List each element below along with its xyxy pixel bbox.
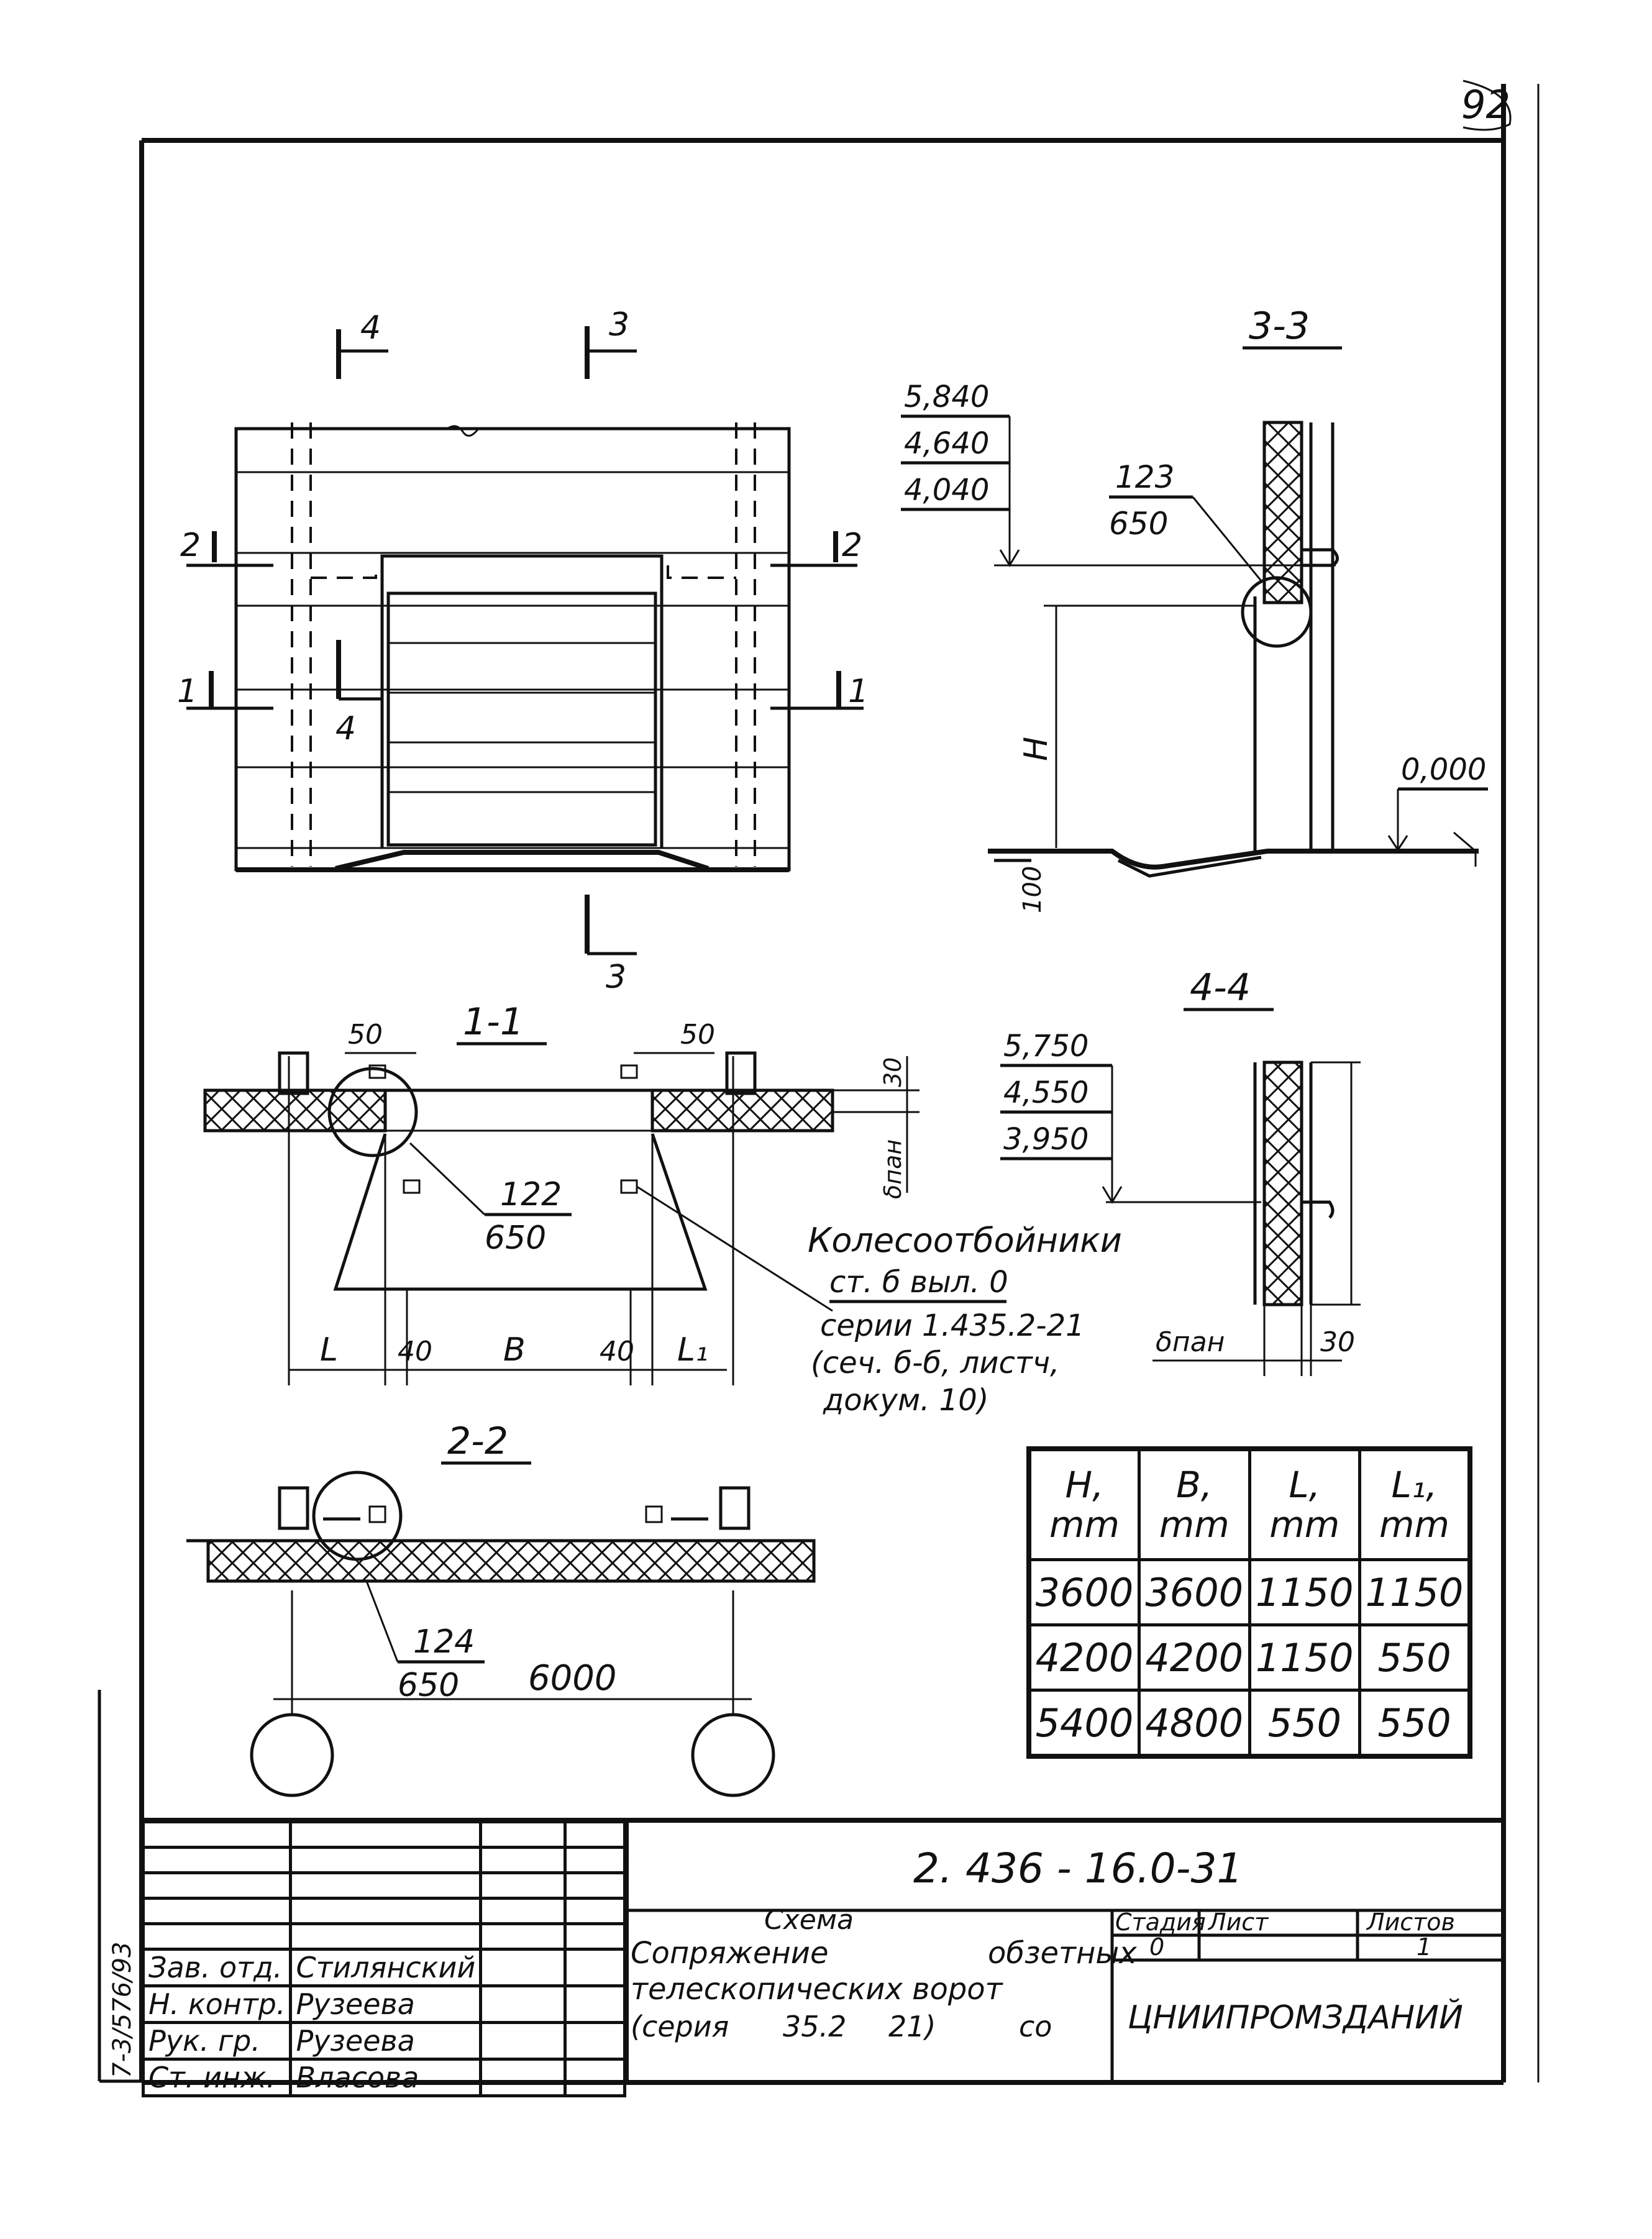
table-row: 3600 3600 1150 1150 [1027, 1558, 1472, 1626]
side-stamp: 7-3/576/93 [108, 1941, 137, 2078]
page-number: 92 [1461, 80, 1512, 131]
elevation-view: 4 3 3 2 2 1 1 4 [177, 306, 869, 996]
svg-text:B: B [503, 1331, 526, 1369]
svg-text:δпан: δпан [879, 1139, 906, 1199]
svg-text:6000: 6000 [528, 1658, 617, 1699]
svg-text:4: 4 [335, 710, 356, 747]
table-row: Н. контр. Рузеева [141, 1984, 627, 2024]
section-1-1: 1-1 50 50 30 δпан 122 650 [203, 1000, 920, 1385]
svg-text:5,840: 5,840 [904, 380, 989, 414]
staff-name: Стилянский [289, 1948, 483, 1987]
svg-text:ст. б выл. 0: ст. б выл. 0 [829, 1265, 1008, 1300]
spec-table: H,mm B,mm L,mm L₁,mm 3600 3600 1150 1150… [1026, 1446, 1472, 1759]
spec-header-h: H,mm [1027, 1447, 1141, 1561]
svg-text:122: 122 [500, 1176, 562, 1213]
svg-text:δпан: δпан [1156, 1326, 1225, 1358]
svg-text:5,750: 5,750 [1003, 1029, 1088, 1064]
staff-role: Рук. гр. [141, 2021, 293, 2061]
sheets-value: 1 [1417, 1933, 1431, 1961]
note-text: Колесоотбойники ст. б выл. 0 серии 1.435… [808, 1221, 1122, 1418]
svg-text:докум. 10): докум. 10) [823, 1383, 988, 1418]
stage-value: 0 [1149, 1933, 1164, 1961]
section-4-4: 4-4 5,750 4,550 3,950 δпан 30 [1000, 966, 1361, 1376]
staff-table: Зав. отд. Стилянский Н. контр. Рузеева Р… [141, 1820, 627, 2097]
svg-text:Колесоотбойники: Колесоотбойники [808, 1221, 1122, 1260]
svg-text:0,000: 0,000 [1401, 752, 1486, 787]
svg-text:4,640: 4,640 [904, 426, 989, 461]
staff-name: Рузеева [289, 1984, 483, 2024]
title-block: 2. 436 - 16.0-31 Стадия Лист Листов 0 1 … [624, 1820, 1504, 2082]
svg-text:40: 40 [600, 1336, 634, 1367]
table-row: 4200 4200 1150 550 [1027, 1623, 1472, 1692]
page-number-text: 92 [1461, 82, 1510, 127]
svg-text:100: 100 [1018, 866, 1047, 913]
svg-text:2: 2 [842, 527, 862, 564]
svg-text:50: 50 [348, 1019, 383, 1051]
svg-text:1-1: 1-1 [463, 1000, 524, 1044]
staff-role: Зав. отд. [141, 1948, 293, 1987]
svg-text:21): 21) [888, 2010, 936, 2043]
svg-text:650: 650 [398, 1667, 459, 1704]
svg-text:4: 4 [360, 309, 381, 347]
staff-signature [479, 2058, 567, 2097]
svg-text:3,950: 3,950 [1003, 1122, 1088, 1157]
svg-text:Схема: Схема [764, 1904, 854, 1936]
spec-header-l: L,mm [1248, 1447, 1361, 1561]
svg-text:123: 123 [1115, 459, 1174, 495]
svg-text:L: L [320, 1331, 338, 1369]
staff-role: Ст. инж. [141, 2058, 293, 2097]
svg-text:телескопических ворот: телескопических ворот [631, 1972, 1004, 2007]
staff-name: Рузеева [289, 2021, 483, 2061]
staff-signature [479, 1948, 567, 1987]
svg-text:серии 1.435.2-21: серии 1.435.2-21 [820, 1308, 1085, 1343]
org-name: ЦНИИПРОМЗДАНИЙ [1128, 1999, 1463, 2036]
section-2-2: 2-2 124 650 6000 [186, 1420, 816, 1797]
svg-text:650: 650 [1109, 506, 1168, 542]
svg-text:2: 2 [180, 527, 201, 564]
table-row: Зав. отд. Стилянский [141, 1948, 627, 1987]
table-row: Рук. гр. Рузеева [141, 2021, 627, 2061]
sheet-label: Лист [1207, 1908, 1269, 1936]
svg-text:30: 30 [1320, 1326, 1355, 1358]
svg-text:4,040: 4,040 [904, 473, 989, 508]
sheet-frame [98, 84, 1540, 2085]
svg-text:3: 3 [606, 959, 626, 996]
svg-text:650: 650 [485, 1220, 546, 1257]
staff-name: Власова [289, 2058, 483, 2097]
svg-text:Сопряжение: Сопряжение [631, 1936, 829, 1971]
svg-text:L₁: L₁ [677, 1331, 708, 1369]
svg-text:3-3: 3-3 [1249, 304, 1310, 348]
svg-text:124: 124 [413, 1623, 475, 1661]
svg-text:1: 1 [848, 673, 869, 710]
svg-text:3: 3 [609, 306, 629, 344]
svg-text:1: 1 [177, 673, 198, 710]
svg-text:(сеч. б-б, листч,: (сеч. б-б, листч, [811, 1346, 1059, 1380]
svg-text:со: со [1019, 2010, 1052, 2043]
table-row: 5400 4800 550 550 [1027, 1689, 1472, 1758]
staff-signature [479, 2021, 567, 2061]
svg-text:40: 40 [398, 1336, 432, 1367]
svg-text:обзетных: обзетных [988, 1936, 1137, 1971]
svg-text:4-4: 4-4 [1190, 966, 1251, 1010]
sheets-label: Листов [1366, 1908, 1455, 1936]
svg-text:35.2: 35.2 [783, 2010, 846, 2043]
stage-label: Стадия [1115, 1908, 1206, 1936]
svg-text:50: 50 [680, 1019, 715, 1051]
svg-text:(серия: (серия [631, 2010, 729, 2043]
staff-signature [479, 1984, 567, 2024]
svg-text:4,550: 4,550 [1003, 1075, 1088, 1110]
section-3-3: 3-3 5,840 4,640 4,040 123 650 H 100 0, [901, 304, 1488, 913]
svg-text:H: H [1018, 737, 1055, 761]
table-row: Ст. инж. Власова [141, 2058, 627, 2097]
spec-header-l1: L₁,mm [1358, 1447, 1472, 1561]
svg-text:2-2: 2-2 [447, 1420, 508, 1463]
doc-code: 2. 436 - 16.0-31 [913, 1845, 1243, 1892]
svg-text:30: 30 [879, 1057, 906, 1087]
staff-role: Н. контр. [141, 1984, 293, 2024]
spec-header-b: B,mm [1138, 1447, 1251, 1561]
spec-header-row: H,mm B,mm L,mm L₁,mm [1027, 1447, 1472, 1561]
